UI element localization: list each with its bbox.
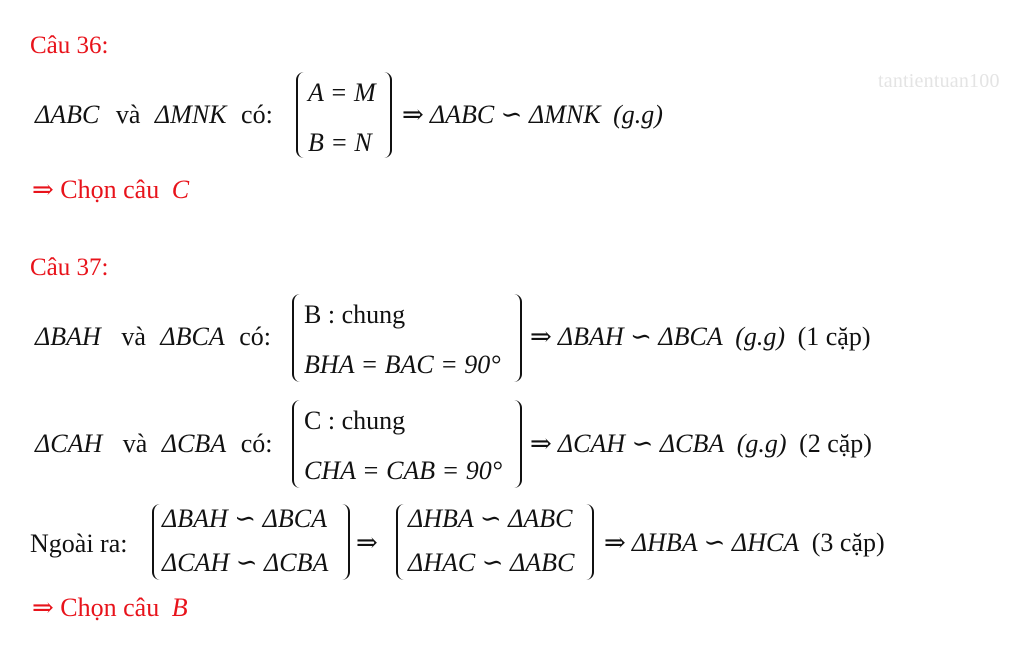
q37-row2-count: (2 cặp) bbox=[799, 429, 872, 458]
q37-row2-result: ⇒ ΔCAH ∽ ΔCBA (g.g) (2 cặp) bbox=[530, 429, 872, 458]
q37-row3-count: (3 cặp) bbox=[811, 528, 885, 557]
question-36-heading: Câu 36: bbox=[30, 32, 109, 59]
q36-result: ⇒ ΔABC ∽ ΔMNK (g.g) bbox=[402, 100, 663, 129]
q37-row2-condition-2: CHA = CAB = 90° bbox=[304, 456, 503, 485]
q37-row1-and: và bbox=[121, 322, 146, 351]
q37-row2-statement: ΔCAH và ΔCBA có: bbox=[35, 431, 272, 457]
q37-row3-b2: ΔHAC ∽ ΔABC bbox=[408, 548, 575, 577]
q37-row1-statement: ΔBAH và ΔBCA có: bbox=[35, 324, 271, 350]
q37-row1-reason: (g.g) bbox=[735, 322, 786, 351]
q37-row2-left-brace bbox=[292, 400, 302, 488]
q37-row1-count: (1 cặp) bbox=[797, 322, 871, 351]
q37-row3-b1: ΔHBA ∽ ΔABC bbox=[408, 504, 573, 533]
q37-answer: ⇒ Chọn câu B bbox=[32, 595, 188, 621]
q36-answer-letter: C bbox=[171, 175, 190, 204]
q37-row2-and: và bbox=[122, 429, 148, 458]
q36-left-brace bbox=[296, 72, 306, 158]
q36-have: có: bbox=[241, 100, 273, 129]
q37-row1-triangle-1: ΔBAH bbox=[35, 322, 101, 351]
q36-condition-1: A = M bbox=[308, 78, 376, 107]
q37-row2-reason: (g.g) bbox=[736, 429, 787, 458]
q37-row3-a2: ΔCAH ∽ ΔCBA bbox=[162, 548, 329, 577]
q37-row2-triangle-1: ΔCAH bbox=[35, 429, 103, 458]
q37-row3-left-brace-a bbox=[152, 504, 162, 580]
q36-statement: ΔABC và ΔMNK có: bbox=[35, 102, 273, 128]
q36-right-brace bbox=[382, 72, 392, 158]
q37-row2-triangle-2: ΔCBA bbox=[161, 429, 227, 458]
q37-row3-implies: ⇒ bbox=[356, 528, 378, 557]
q36-triangle-2: ΔMNK bbox=[154, 100, 227, 129]
q36-condition-2: B = N bbox=[308, 128, 372, 157]
q36-and: và bbox=[115, 100, 141, 129]
q37-row3-result: ⇒ ΔHBA ∽ ΔHCA (3 cặp) bbox=[604, 528, 885, 557]
q36-triangle-1: ΔABC bbox=[35, 100, 100, 129]
question-37-heading: Câu 37: bbox=[30, 254, 109, 281]
q37-row3-a1: ΔBAH ∽ ΔBCA bbox=[162, 504, 327, 533]
q37-row2-have: có: bbox=[240, 429, 273, 458]
q37-answer-prefix: ⇒ Chọn câu bbox=[32, 593, 160, 622]
q36-reason: (g.g) bbox=[613, 100, 663, 129]
q37-row1-condition-1: B : chung bbox=[304, 300, 406, 329]
q37-row3-left-brace-b bbox=[396, 504, 406, 580]
q37-row3-right-brace-b bbox=[584, 504, 594, 580]
q37-row3-right-brace-a bbox=[340, 504, 350, 580]
q37-row3-label: Ngoài ra: bbox=[30, 529, 128, 558]
q37-row2-condition-1: C : chung bbox=[304, 406, 406, 435]
q36-answer: ⇒ Chọn câu C bbox=[32, 177, 189, 203]
q37-row1-triangle-2: ΔBCA bbox=[160, 322, 225, 351]
q37-row1-left-brace bbox=[292, 294, 302, 382]
q37-row1-have: có: bbox=[239, 322, 271, 351]
q37-row1-result: ⇒ ΔBAH ∽ ΔBCA (g.g) (1 cặp) bbox=[530, 322, 871, 351]
q37-row1-right-brace bbox=[512, 294, 522, 382]
q37-answer-letter: B bbox=[171, 593, 188, 622]
q37-row2-right-brace bbox=[512, 400, 522, 488]
q37-row1-condition-2: BHA = BAC = 90° bbox=[304, 350, 501, 379]
watermark: tantientuan100 bbox=[878, 70, 1000, 92]
q36-answer-prefix: ⇒ Chọn câu bbox=[32, 175, 160, 204]
